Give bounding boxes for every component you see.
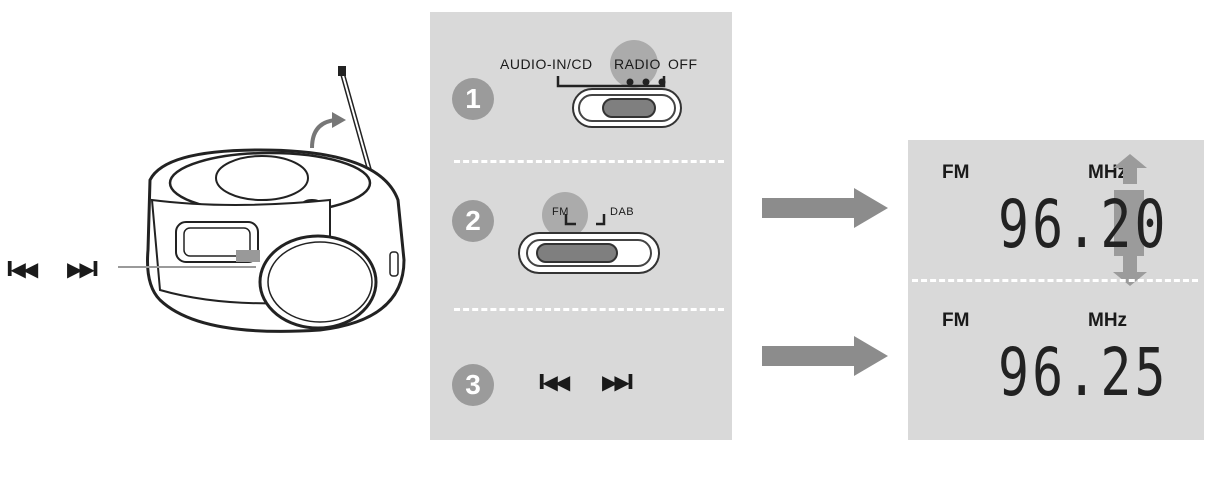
audio-in-cd-label: AUDIO-IN/CD	[500, 56, 593, 72]
unit-indicator: MHz	[1088, 310, 1128, 331]
step-2-position-marks	[564, 214, 606, 226]
next-track-icon: ▶▶I	[602, 370, 634, 394]
next-track-icon: ▶▶I	[67, 257, 99, 281]
radio-highlight	[610, 40, 658, 88]
boombox-illustration	[118, 66, 406, 333]
right-arrow-icon	[762, 188, 888, 228]
steps-panel: 1 AUDIO-IN/CD RADIO OFF 2 FM DAB 3 I◀◀ ▶…	[430, 12, 732, 440]
step-2-badge: 2	[452, 200, 494, 242]
tuning-digit-highlight	[1114, 190, 1144, 256]
step-3-badge: 3	[452, 364, 494, 406]
previous-track-icon: I◀◀	[538, 370, 570, 394]
frequency-readout: 96.25	[998, 334, 1169, 411]
previous-track-icon: I◀◀	[6, 257, 38, 281]
dab-label: DAB	[610, 206, 635, 218]
step-divider-2	[454, 308, 724, 311]
band-indicator: FM	[942, 310, 970, 331]
right-arrow-icon	[762, 336, 888, 376]
display-divider	[912, 279, 1198, 282]
band-indicator: FM	[942, 162, 970, 183]
off-label: OFF	[668, 56, 698, 72]
step-1-position-marks	[556, 76, 666, 88]
step-1-badge: 1	[452, 78, 494, 120]
frequency-readout: 96.20	[998, 186, 1169, 263]
source-selector-switch	[572, 88, 682, 128]
lcd-display-panel: FM MHz 96.20 FM MHz 96.25	[908, 140, 1204, 440]
tune-down-arrow-icon	[1113, 256, 1147, 286]
step-divider-1	[454, 160, 724, 163]
fm-label: FM	[552, 206, 569, 218]
tune-up-arrow-icon	[1113, 154, 1147, 184]
band-selector-switch	[518, 232, 660, 274]
radio-label: RADIO	[614, 56, 661, 72]
